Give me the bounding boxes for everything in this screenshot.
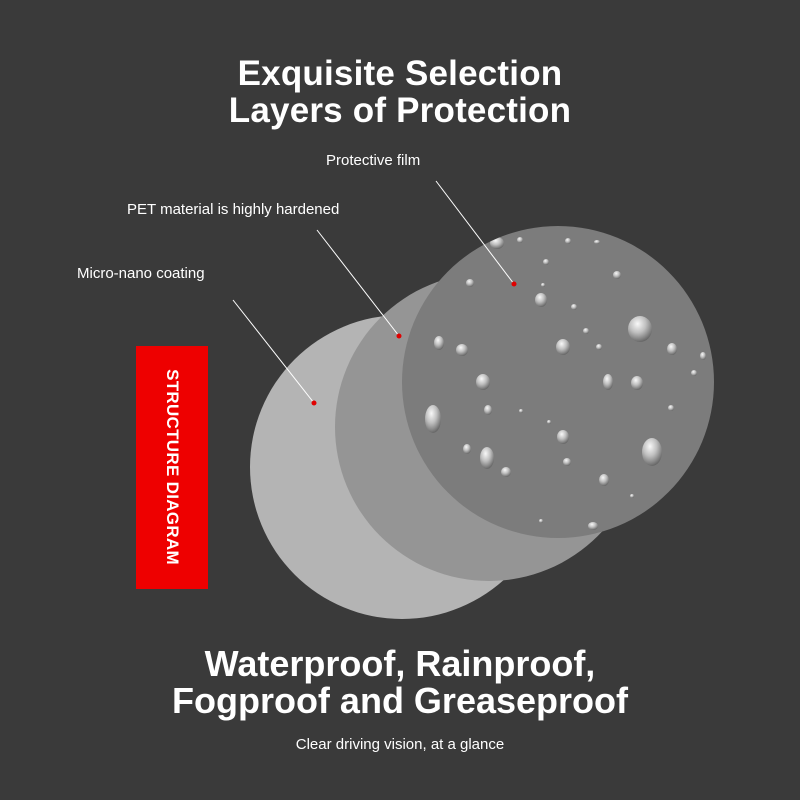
film-leader-line [435,180,515,285]
tagline-line-2: Fogproof and Greaseproof [171,680,628,721]
headline-line-1: Exquisite Selection [237,54,563,93]
pet-material-label: PET material is highly hardened [127,201,340,218]
headline-line-2: Layers of Protection [228,91,572,130]
pet-marker-dot [396,333,402,339]
water-droplets [425,237,706,530]
coating-marker-dot [311,400,317,406]
pet-leader-line [316,229,400,337]
film-marker-dot [511,281,517,287]
protective-film-label: Protective film [326,152,421,169]
protective-film-disc [402,226,714,538]
structure-diagram-badge: STRUCTURE DIAGRAM [136,346,208,589]
structure-diagram-badge-text: STRUCTURE DIAGRAM [163,369,182,565]
subtitle: Clear driving vision, at a glance [295,736,505,753]
coating-leader-line [232,299,315,404]
tagline-line-1: Waterproof, Rainproof, [204,643,596,684]
micro-nano-coating-label: Micro-nano coating [77,265,205,282]
